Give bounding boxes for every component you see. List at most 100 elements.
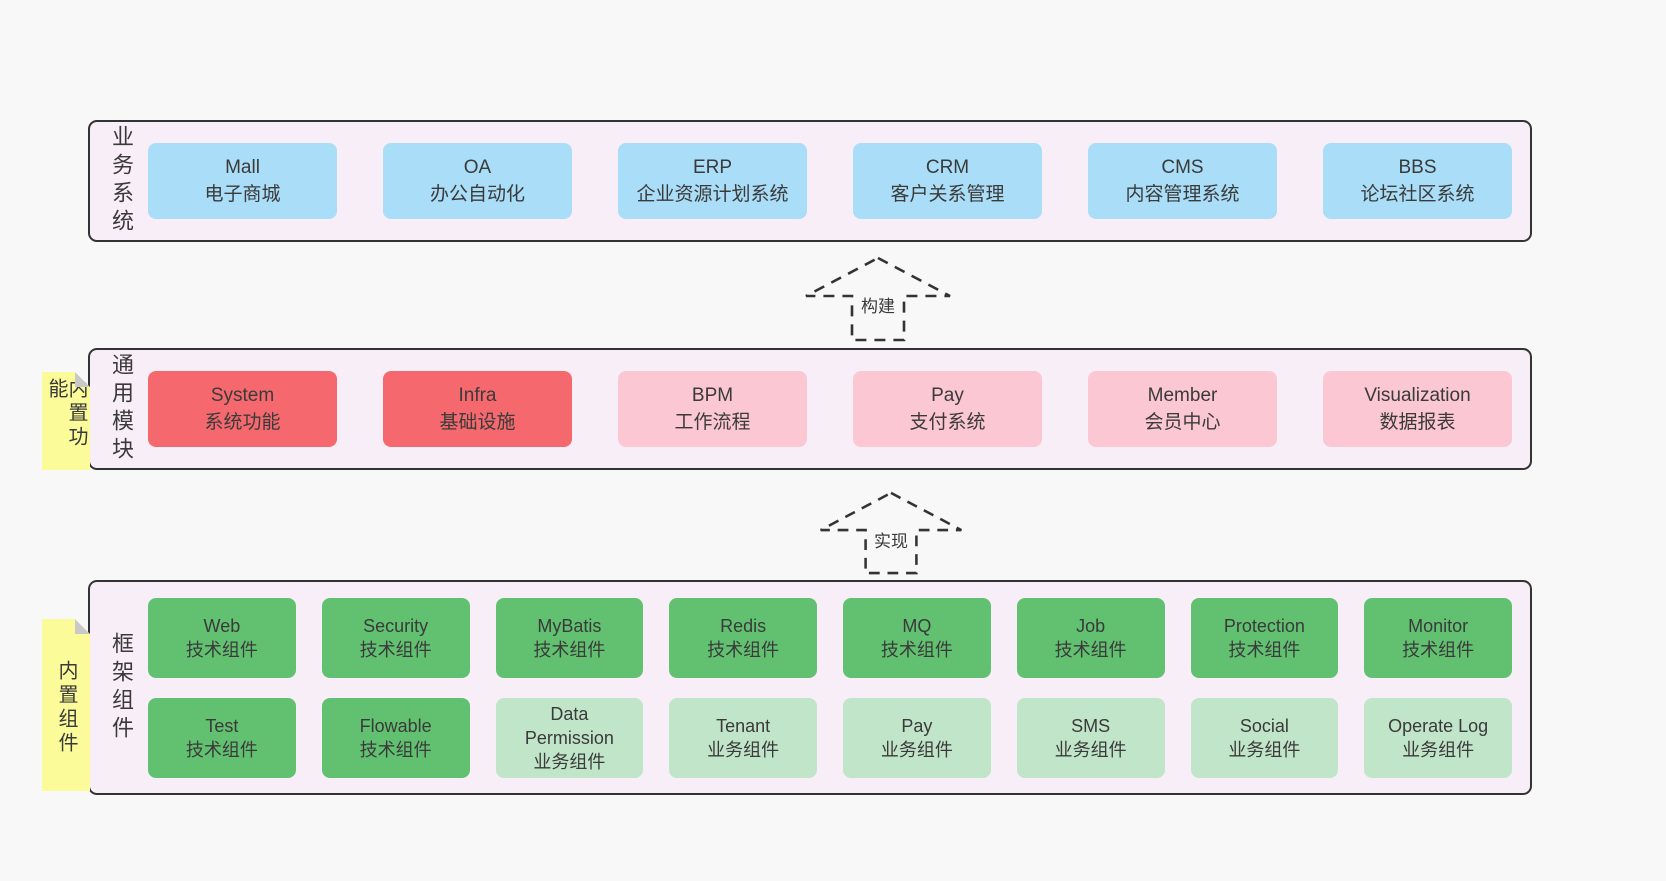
implement-arrow: 实现 — [816, 490, 966, 576]
box-subtitle: 技术组件 — [185, 639, 258, 660]
box-title: Test — [205, 715, 239, 736]
box-subtitle: 业务组件 — [1402, 739, 1475, 760]
box-subtitle: 技术组件 — [880, 639, 953, 660]
box-subtitle: 技术组件 — [1402, 639, 1475, 660]
box-subtitle: 业务组件 — [533, 751, 606, 772]
box-title: Pay — [931, 385, 964, 406]
box-title: Data Permission — [524, 703, 614, 748]
box-subtitle: 系统功能 — [204, 412, 281, 433]
sticky-tab-built-in-components: 内置组件 — [42, 619, 90, 791]
box-subtitle: 业务组件 — [707, 739, 780, 760]
box-title: Mall — [225, 157, 260, 178]
box-title: Visualization — [1364, 385, 1471, 406]
sticky-tab-label: 内置功能 — [45, 378, 87, 450]
box-subtitle: 业务组件 — [1228, 739, 1301, 760]
folded-corner-icon — [75, 619, 90, 634]
box-subtitle: 业务组件 — [1054, 739, 1127, 760]
box-title: Social — [1239, 715, 1289, 736]
box-subtitle: 支付系统 — [909, 412, 986, 433]
box-title: CRM — [925, 157, 970, 178]
diagram-box-pay: Pay 业务组件 — [843, 697, 991, 778]
box-title: Operate Log — [1388, 715, 1489, 736]
folded-corner-icon — [75, 372, 90, 387]
diagram-box-mybatis: MyBatis 技术组件 — [495, 597, 644, 678]
box-title: BPM — [691, 385, 734, 406]
box-title: Monitor — [1408, 615, 1469, 636]
box-subtitle: 工作流程 — [674, 412, 751, 433]
box-subtitle: 技术组件 — [185, 739, 258, 760]
box-subtitle: 数据报表 — [1379, 412, 1456, 433]
diagram-box-protection: Protection 技术组件 — [1190, 597, 1339, 678]
box-title: Tenant — [716, 715, 771, 736]
diagram-box-member: Member 会员中心 — [1088, 371, 1277, 447]
box-subtitle: 内容管理系统 — [1125, 184, 1240, 205]
box-title: Flowable — [359, 715, 432, 736]
box-title: Job — [1076, 615, 1106, 636]
box-subtitle: 技术组件 — [1054, 639, 1127, 660]
diagram-box-sms: SMS 业务组件 — [1016, 697, 1165, 778]
diagram-box-pay: Pay 支付系统 — [853, 371, 1042, 447]
diagram-box-operate-log: Operate Log 业务组件 — [1364, 697, 1512, 778]
box-subtitle: 技术组件 — [1228, 639, 1301, 660]
box-subtitle: 技术组件 — [533, 639, 606, 660]
box-title: Member — [1147, 385, 1218, 406]
box-title: Protection — [1223, 615, 1305, 636]
box-subtitle: 论坛社区系统 — [1360, 184, 1475, 205]
box-title: Security — [363, 615, 429, 636]
diagram-box-bpm: BPM 工作流程 — [618, 371, 807, 447]
arrow-label-build: 构建 — [857, 291, 899, 318]
build-arrow: 构建 — [803, 255, 953, 343]
box-title: Web — [203, 615, 241, 636]
box-subtitle: 技术组件 — [359, 639, 432, 660]
diagram-box-mq: MQ 技术组件 — [843, 597, 991, 678]
box-subtitle: 电子商城 — [204, 184, 281, 205]
diagram-box-tenant: Tenant 业务组件 — [669, 697, 817, 778]
box-subtitle: 企业资源计划系统 — [636, 184, 789, 205]
up-arrow-icon — [820, 491, 962, 575]
box-subtitle: 技术组件 — [707, 639, 780, 660]
section-label-business-systems: 业务系统 — [109, 125, 134, 237]
box-title: MQ — [902, 615, 932, 636]
diagram-box-security: Security 技术组件 — [321, 597, 470, 678]
box-subtitle: 业务组件 — [880, 739, 953, 760]
box-title: Pay — [901, 715, 933, 736]
arrow-label-implement: 实现 — [870, 526, 912, 553]
diagram-box-mall: Mall 电子商城 — [148, 143, 337, 219]
diagram-box-job: Job 技术组件 — [1016, 597, 1165, 678]
box-title: SMS — [1071, 715, 1111, 736]
box-title: MyBatis — [537, 615, 602, 636]
box-subtitle: 基础设施 — [439, 412, 516, 433]
box-subtitle: 客户关系管理 — [890, 184, 1005, 205]
diagram-box-system: System 系统功能 — [148, 371, 337, 447]
diagram-box-bbs: BBS 论坛社区系统 — [1323, 143, 1512, 219]
section-label-framework-components: 框架组件 — [109, 631, 134, 744]
box-title: ERP — [692, 157, 733, 178]
diagram-box-monitor: Monitor 技术组件 — [1364, 597, 1512, 678]
sticky-tab-label: 内置组件 — [55, 660, 77, 756]
diagram-box-visualization: Visualization 数据报表 — [1323, 371, 1512, 447]
box-subtitle: 办公自动化 — [429, 184, 525, 205]
up-arrow-icon — [805, 256, 951, 342]
box-title: System — [210, 385, 275, 406]
diagram-box-erp: ERP 企业资源计划系统 — [618, 143, 807, 219]
box-subtitle: 会员中心 — [1144, 412, 1221, 433]
diagram-box-test: Test 技术组件 — [148, 697, 296, 778]
diagram-box-crm: CRM 客户关系管理 — [853, 143, 1042, 219]
diagram-box-data-permission: Data Permission 业务组件 — [495, 697, 644, 778]
box-title: BBS — [1398, 157, 1437, 178]
